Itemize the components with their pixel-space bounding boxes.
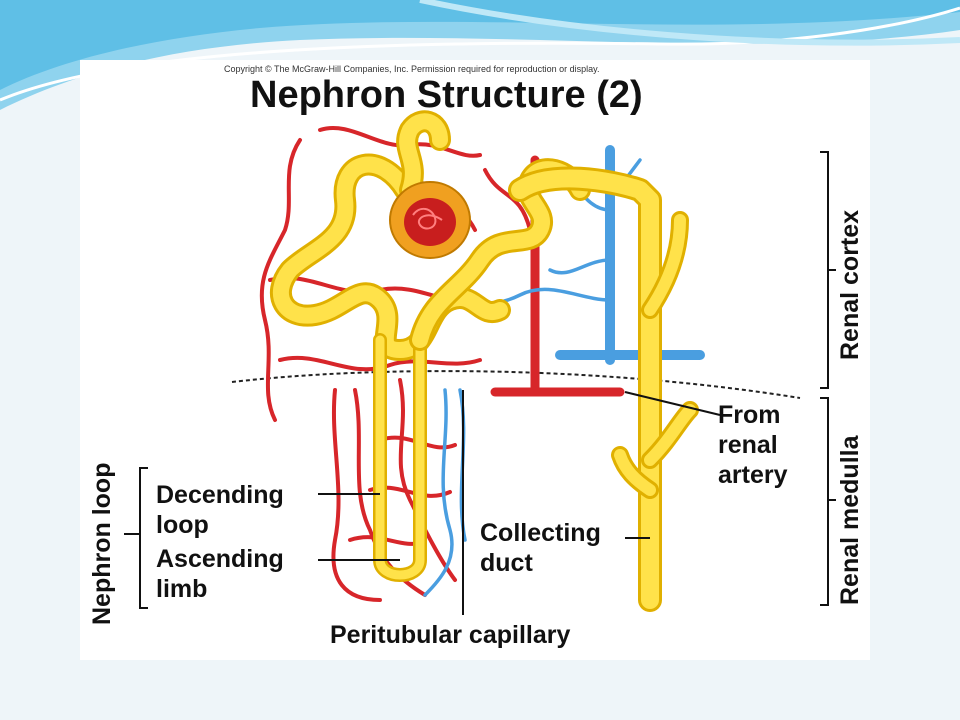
- nephron-tubules: [269, 110, 699, 612]
- label-renal-cortex: Renal cortex: [836, 209, 864, 360]
- nephron-figure: Copyright © The McGraw-Hill Companies, I…: [80, 60, 870, 660]
- label-brackets: [124, 151, 836, 615]
- label-collecting-duct: Collecting duct: [480, 519, 601, 577]
- label-ascending-limb: Ascending limb: [156, 545, 284, 603]
- copyright-notice: Copyright © The McGraw-Hill Companies, I…: [224, 64, 600, 74]
- nephron-illustration: [124, 110, 836, 615]
- label-renal-medulla: Renal medulla: [836, 435, 864, 606]
- figure-title: Nephron Structure (2): [250, 74, 643, 116]
- label-decending-loop: Decending loop: [156, 481, 284, 539]
- glomerulus: [389, 181, 471, 259]
- capillary-network-red: [259, 126, 625, 602]
- label-nephron-loop: Nephron loop: [88, 462, 116, 625]
- cortex-medulla-boundary: [231, 370, 801, 399]
- label-peritubular-capillary: Peritubular capillary: [330, 621, 571, 649]
- label-from-renal-artery: From renal artery: [718, 401, 788, 489]
